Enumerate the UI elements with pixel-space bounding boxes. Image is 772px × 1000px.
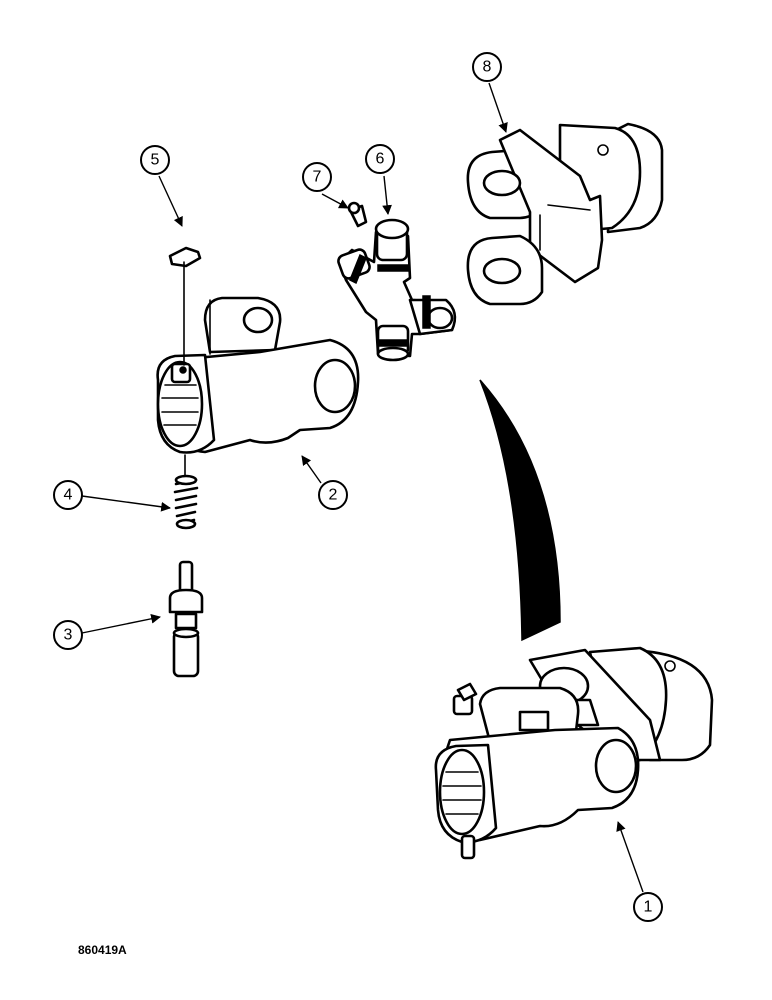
callout-2-label: 2 bbox=[329, 487, 338, 504]
yoke-part-8 bbox=[466, 122, 664, 306]
plunger-part-3 bbox=[168, 560, 204, 678]
callout-5: 5 bbox=[140, 145, 170, 175]
callout-7: 7 bbox=[302, 162, 332, 192]
callout-1: 1 bbox=[633, 892, 663, 922]
callout-2: 2 bbox=[318, 480, 348, 510]
callout-1-label: 1 bbox=[644, 899, 653, 916]
callout-7-label: 7 bbox=[313, 169, 322, 186]
assembly-arrow bbox=[479, 379, 561, 642]
callout-5-label: 5 bbox=[151, 152, 160, 169]
callout-3: 3 bbox=[53, 620, 83, 650]
callout-8-label: 8 bbox=[483, 59, 492, 76]
lock-clip-part-5 bbox=[168, 246, 202, 366]
callout-4-label: 4 bbox=[64, 487, 73, 504]
yoke-part-2 bbox=[156, 296, 360, 454]
callout-6-label: 6 bbox=[376, 151, 385, 168]
spring-part-4 bbox=[173, 454, 199, 530]
leader-lines bbox=[81, 82, 644, 893]
grease-fitting-part-7 bbox=[347, 201, 368, 228]
callout-6: 6 bbox=[365, 144, 395, 174]
assembled-joint-part-1 bbox=[434, 646, 714, 860]
callout-3-label: 3 bbox=[64, 627, 73, 644]
figure-code: 860419A bbox=[78, 943, 127, 957]
callout-8: 8 bbox=[472, 52, 502, 82]
callout-4: 4 bbox=[53, 480, 83, 510]
cross-part-6 bbox=[337, 218, 457, 362]
